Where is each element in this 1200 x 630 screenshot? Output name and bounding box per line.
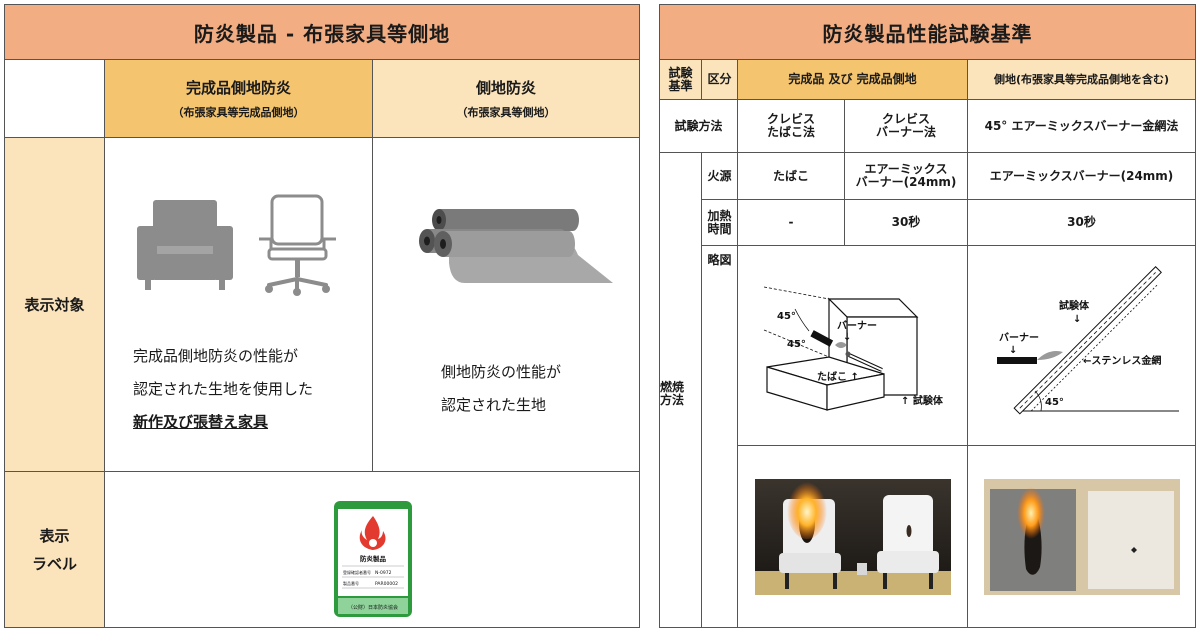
office-chair-icon — [259, 194, 336, 296]
diagram2-specimen-arrow: ↓ — [1073, 314, 1081, 325]
finished-product-cell: 完成品側地防炎の性能が 認定された生地を使用した 新作及び張替え家具 — [105, 138, 373, 472]
fabric-desc-line-2: 認定された生地 — [441, 396, 547, 414]
wire-mesh-method: 45° エアーミックスバーナー金網法 — [968, 100, 1195, 153]
combustion-method-label: 燃焼 方法 — [660, 153, 702, 627]
cleveze-diagram-cell: 45° 45° バーナー ↓ たばこ ↑ ↑ 試験体 — [738, 246, 968, 446]
row-label-label-line1: 表示 — [39, 526, 70, 545]
table-corner-cell — [5, 60, 105, 138]
fabric-description: 側地防炎の性能が 認定された生地 — [441, 356, 561, 422]
label-cell: 防炎製品 登録確認者番号 N-0972 製品番号 PAR00002 （公財）日本… — [105, 472, 639, 627]
combustion-method-line1: 燃焼 — [660, 380, 685, 394]
row-label-label-line2: ラベル — [31, 554, 77, 573]
diagram1-specimen: ↑ 試験体 — [901, 394, 944, 407]
fire-source-airmix: エアーミックス バーナー(24mm) — [845, 153, 968, 200]
wire-diagram-cell: 試験体 ↓ バーナー ↓ ←ステンレス金網 45° — [968, 246, 1195, 446]
sketch-label: 略図 — [702, 246, 738, 627]
row-label-target: 表示対象 — [5, 138, 105, 472]
heat-time-burner: 30秒 — [845, 200, 968, 246]
header-fabric-sub: （布張家具等側地） — [456, 106, 556, 119]
diagram1-burner: バーナー — [837, 320, 877, 332]
header-finished-product-main: 完成品側地防炎 — [185, 79, 291, 97]
badge-title: 防炎製品 — [360, 554, 387, 563]
badge-line1-label: 登録確認者番号 — [343, 569, 371, 575]
fire-source-label: 火源 — [702, 153, 738, 200]
fabric-burn-photo-cell — [968, 446, 1195, 627]
cleveze-burner-method: クレビス バーナー法 — [845, 100, 968, 153]
diagram2-specimen: 試験体 — [1059, 299, 1090, 312]
diagram1-tobacco: たばこ ↑ — [817, 370, 859, 383]
badge-line2-value: PAR00002 — [375, 581, 398, 587]
diagram2-burner-arrow: ↓ — [1009, 345, 1017, 356]
heat-time-line1: 加熱 — [707, 208, 732, 223]
heat-time-wire: 30秒 — [968, 200, 1195, 246]
diagram2-burner: バーナー — [999, 332, 1039, 344]
armchair-icon — [137, 200, 233, 290]
header-finished-products: 完成品 及び 完成品側地 — [738, 60, 968, 100]
header-test-standard-line2: 基準 — [668, 78, 693, 93]
fire-source-airmix-wide: エアーミックスバーナー(24mm) — [968, 153, 1195, 200]
heat-time-label: 加熱 時間 — [702, 200, 738, 246]
desc-line-3: 新作及び張替え家具 — [133, 413, 269, 431]
row-label-label: 表示 ラベル — [5, 472, 105, 627]
heat-time-line2: 時間 — [707, 221, 732, 236]
badge-line2-label: 製品番号 — [343, 580, 359, 586]
diagram1-angle-bottom: 45° — [787, 339, 806, 350]
desc-line-1: 完成品側地防炎の性能が — [133, 347, 299, 365]
cleveze-tobacco-line2: たばこ法 — [766, 125, 815, 139]
fabric-rolls-icon — [419, 209, 613, 283]
cleveze-burner-line2: バーナー法 — [875, 125, 936, 139]
fire-source-airmix-line1: エアーミックス — [864, 162, 948, 176]
chair-burn-photo — [754, 478, 951, 595]
fire-source-tobacco: たばこ — [738, 153, 845, 200]
diagram2-angle: 45° — [1045, 397, 1064, 408]
left-panel-title: 防炎製品 - 布張家具等側地 — [5, 5, 639, 60]
header-finished-product: 完成品側地防炎 （布張家具等完成品側地） — [105, 60, 373, 138]
badge-footer: （公財）日本防炎協会 — [348, 604, 398, 611]
combustion-method-line2: 方法 — [660, 393, 685, 407]
desc-line-2: 認定された生地を使用した — [133, 380, 314, 398]
header-kubun: 区分 — [702, 60, 738, 100]
badge-line1-value: N-0972 — [375, 570, 392, 576]
fire-retardant-badge: 防炎製品 登録確認者番号 N-0972 製品番号 PAR00002 （公財）日本… — [334, 501, 412, 617]
fabric-furniture-panel: 防炎製品 - 布張家具等側地 完成品側地防炎 （布張家具等完成品側地） 側地防炎… — [4, 4, 640, 628]
diagram1-angle-top: 45° — [777, 311, 796, 322]
cleveze-tobacco-line1: クレビス — [766, 112, 815, 126]
header-test-standard-line1: 試験 — [668, 65, 693, 80]
header-test-standard: 試験 基準 — [660, 60, 702, 100]
finished-product-description: 完成品側地防炎の性能が 認定された生地を使用した 新作及び張替え家具 — [133, 340, 313, 439]
test-standards-panel: 防炎製品性能試験基準 試験 基準 区分 完成品 及び 完成品側地 側地(布張家具… — [659, 4, 1196, 628]
header-finished-product-sub: （布張家具等完成品側地） — [172, 106, 305, 119]
fire-source-airmix-line2: バーナー(24mm) — [855, 175, 957, 189]
fabric-burn-photo — [983, 478, 1180, 595]
right-panel-title: 防炎製品性能試験基準 — [660, 5, 1195, 60]
cleveze-tobacco-method: クレビス たばこ法 — [738, 100, 845, 153]
cleveze-diagram: 45° 45° バーナー ↓ たばこ ↑ ↑ 試験体 — [763, 286, 944, 411]
fabric-cell: 側地防炎の性能が 認定された生地 — [373, 138, 639, 472]
wire-mesh-diagram: 試験体 ↓ バーナー ↓ ←ステンレス金網 45° — [997, 265, 1179, 415]
fabric-desc-line-1: 側地防炎の性能が — [441, 363, 562, 381]
test-method-label: 試験方法 — [660, 100, 738, 153]
cleveze-burner-line1: クレビス — [881, 112, 930, 126]
header-fabric: 側地防炎 （布張家具等側地） — [373, 60, 639, 138]
chair-burn-photo-cell — [738, 446, 968, 627]
diagram2-mesh: ←ステンレス金網 — [1083, 354, 1161, 367]
diagram1-burner-arrow: ↓ — [843, 332, 851, 343]
heat-time-tobacco: - — [738, 200, 845, 246]
flame-icon — [359, 516, 386, 550]
header-fabric-main: 側地防炎 — [475, 79, 536, 97]
header-fabric-including: 側地(布張家具等完成品側地を含む) — [968, 60, 1195, 100]
